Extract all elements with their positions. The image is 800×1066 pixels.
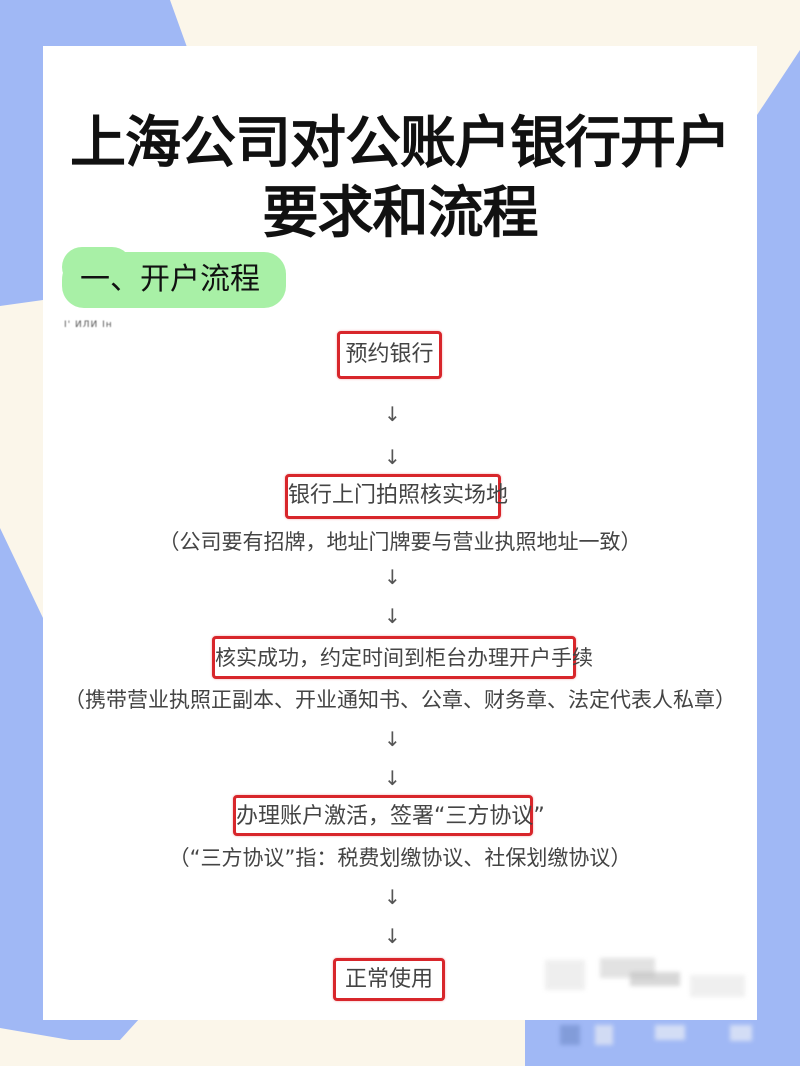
arrow-down-icon: ↓ (384, 604, 401, 628)
arrow-down-icon: ↓ (384, 766, 401, 790)
flow-step-label: 核实成功，约定时间到柜台办理开户手续 (215, 646, 593, 670)
flow-step-normal-use: 正常使用 (333, 958, 445, 1001)
flow-step-note: （公司要有招牌，地址门牌要与营业执照地址一致） (158, 530, 642, 554)
page-title-line-2: 要求和流程 (262, 180, 539, 246)
flow-step-reserve-bank: 预约银行 (337, 331, 442, 379)
flow-step-site-verification: 银行上门拍照核实场地 (285, 474, 508, 519)
section-heading: 一、开户流程 (80, 262, 260, 297)
arrow-down-icon: ↓ (384, 885, 401, 909)
cropped-text-artifact: I' ИЛИ Iн (64, 320, 113, 330)
arrow-down-icon: ↓ (384, 924, 401, 948)
arrow-down-icon: ↓ (384, 445, 401, 469)
arrow-down-icon: ↓ (384, 727, 401, 751)
flow-step-account-activation: 办理账户激活，签署“三方协议” (233, 795, 545, 836)
arrow-down-icon: ↓ (384, 565, 401, 589)
flow-step-note: （“三方协议”指：税费划缴协议、社保划缴协议） (168, 846, 632, 870)
section-pill (62, 252, 286, 308)
arrow-down-icon: ↓ (384, 402, 401, 426)
page-title-line-1: 上海公司对公账户银行开户 (70, 110, 731, 176)
content-card (43, 46, 757, 1020)
flow-step-label: 正常使用 (344, 967, 433, 992)
flow-step-note: （携带营业执照正副本、开业通知书、公章、财务章、法定代表人私章） (64, 688, 736, 712)
flow-step-label: 预约银行 (345, 342, 434, 367)
flow-step-label: 办理账户激活，签署“三方协议” (236, 804, 545, 829)
flow-step-label: 银行上门拍照核实场地 (288, 483, 509, 508)
flow-step-counter-appointment: 核实成功，约定时间到柜台办理开户手续 (212, 636, 593, 679)
